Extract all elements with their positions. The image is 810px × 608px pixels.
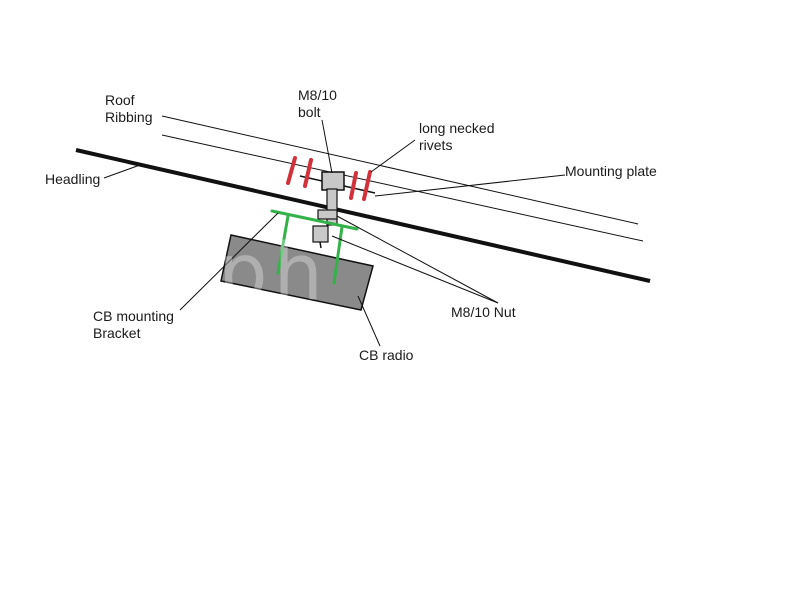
label-bolt-line1: M8/10 xyxy=(298,87,337,103)
rivet-3 xyxy=(349,171,358,200)
label-rivets-line1: long necked xyxy=(419,120,495,136)
label-bolt: M8/10 bolt xyxy=(298,87,337,121)
label-mounting-plate: Mounting plate xyxy=(565,163,657,179)
bracket-leg-left xyxy=(276,214,290,275)
bolt-head xyxy=(321,171,345,191)
label-cb-radio: CB radio xyxy=(359,347,414,363)
leader-rivets xyxy=(370,139,416,173)
label-headling: Headling xyxy=(45,171,101,187)
bolt-shank xyxy=(326,188,338,226)
rivets-group xyxy=(286,156,372,201)
rivet-4 xyxy=(362,170,372,201)
leader-headling xyxy=(103,164,141,179)
label-bolt-line2: bolt xyxy=(298,104,321,120)
rivet-2 xyxy=(303,158,313,188)
label-rivets: long necked rivets xyxy=(419,120,495,154)
leader-bracket xyxy=(179,212,279,311)
leader-mounting-plate xyxy=(374,174,566,197)
bracket-leg-right xyxy=(332,225,344,285)
leader-nut-upper xyxy=(336,215,499,304)
label-nut: M8/10 Nut xyxy=(451,304,516,320)
roof-ribbing-line-upper xyxy=(161,115,639,225)
leader-lines xyxy=(103,119,566,347)
leader-nut-lower xyxy=(331,235,499,304)
label-bracket-line1: CB mounting xyxy=(93,308,174,324)
label-roof-ribbing: Roof Ribbing xyxy=(105,92,152,126)
watermark-text: ph xyxy=(218,228,329,318)
bolt-tail xyxy=(319,241,322,249)
rivet-1 xyxy=(286,156,297,185)
label-bracket-line2: Bracket xyxy=(93,325,141,341)
nut-upper xyxy=(317,209,338,220)
label-roof-ribbing-line2: Ribbing xyxy=(105,109,153,125)
label-roof-ribbing-line1: Roof xyxy=(105,92,135,108)
roof-ribbing-line-lower xyxy=(161,134,644,242)
headling-line xyxy=(75,148,651,283)
label-rivets-line2: rivets xyxy=(419,137,453,153)
leader-cb-radio xyxy=(357,295,381,347)
cb-mounting-bracket xyxy=(270,209,359,285)
leader-bolt xyxy=(321,119,333,174)
label-cb-mounting-bracket: CB mounting Bracket xyxy=(93,308,174,342)
